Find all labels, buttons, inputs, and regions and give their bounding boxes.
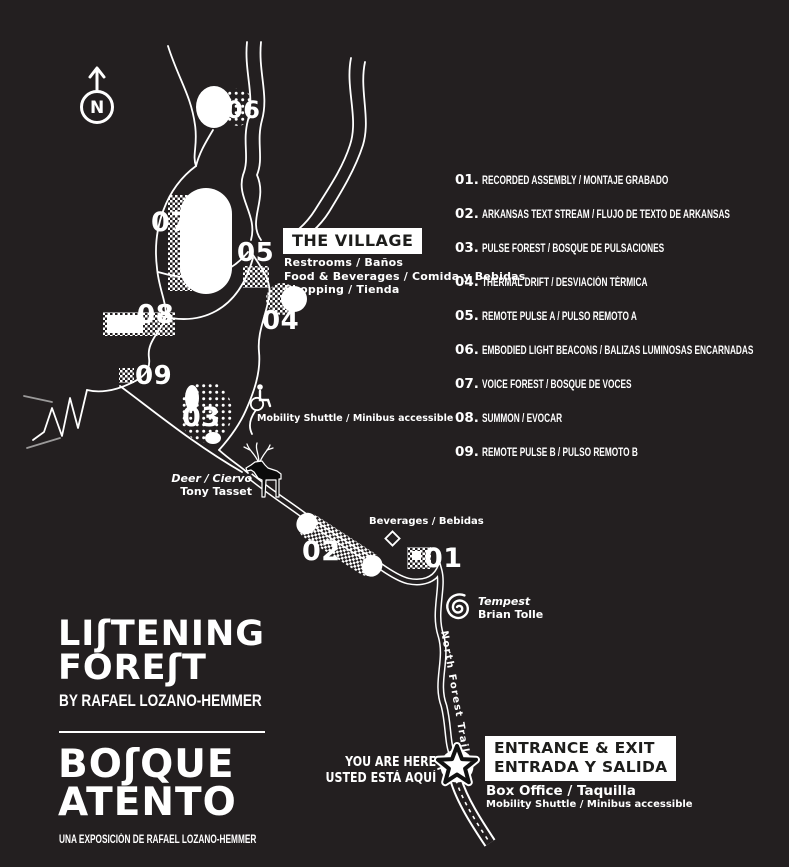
village-service-shopping: Shopping / Tienda (284, 283, 400, 296)
tempest-spiral-icon (446, 593, 469, 620)
mobility-shuttle-note: Mobility Shuttle / Minibus accessible (257, 413, 454, 424)
compass-label: N (90, 98, 105, 118)
legend-item: 03. PULSE FOREST / BOSQUE DE PULSACIONES (455, 240, 789, 256)
box-office-label: Box Office / Taquilla Mobility Shuttle /… (486, 784, 693, 811)
stop-label-04: 04 (262, 306, 300, 336)
legend-num: 05. (455, 308, 479, 324)
legend-num: 03. (455, 240, 479, 256)
legend-num: 08. (455, 410, 479, 426)
exhibition-title-en: LIʃTENING FOREʃT (58, 614, 265, 688)
area-06 (196, 86, 232, 128)
legend-label: ARKANSAS TEXT STREAM / FLUJO DE TEXTO DE… (482, 209, 730, 221)
you-are-here-l2: USTED ESTÁ AQUÍ (325, 770, 436, 786)
exhibition-title-es: BOʃQUE ATENTO (58, 742, 237, 825)
village-services: Restrooms / Baños Food & Beverages / Com… (284, 256, 526, 297)
area-05-marker (243, 266, 269, 288)
you-are-here-star-icon (434, 742, 480, 787)
title-es-line1: BOʃQUE (58, 742, 235, 787)
beverages-icon (384, 530, 401, 547)
legend-item: 09. REMOTE PULSE B / PULSO REMOTO B (455, 444, 789, 460)
title-en-line2: FOREʃT (58, 648, 207, 688)
legend-num: 01. (455, 172, 479, 188)
stop-label-08: 08 (137, 300, 175, 330)
byline: BY RAFAEL LOZANO-HEMMER (59, 691, 262, 710)
legend-num: 06. (455, 342, 479, 358)
credit-line: UNA EXPOSICIÓN DE RAFAEL LOZANO-HEMMER (59, 834, 257, 846)
tempest-title: Tempest (478, 595, 531, 608)
area-08 (107, 315, 143, 333)
legend-label: SUMMON / EVOCAR (482, 413, 563, 425)
area-04 (281, 286, 307, 312)
box-office-mobility: Mobility Shuttle / Minibus accessible (486, 799, 693, 810)
legend-item: 05. REMOTE PULSE A / PULSO REMOTO A (455, 308, 789, 324)
north-arrow-icon (80, 66, 114, 124)
installation-areas (103, 86, 431, 577)
stop-label-06: 06 (226, 96, 261, 124)
wheelchair-icon (249, 384, 272, 412)
stop-label-05: 05 (237, 238, 275, 268)
legend-item: 08. SUMMON / EVOCAR (455, 410, 789, 426)
you-are-here-label: YOU ARE HERE USTED ESTÁ AQUÍ (306, 755, 436, 786)
legend-label: VOICE FOREST / BOSQUE DE VOCES (482, 379, 632, 391)
title-en-line1: LIʃTENING (58, 614, 265, 654)
legend-item: 07. VOICE FOREST / BOSQUE DE VOCES (455, 376, 789, 392)
entrance-road (449, 777, 496, 847)
legend-label: EMBODIED LIGHT BEACONS / BALIZAS LUMINOS… (482, 345, 754, 357)
legend-item: 04. THERMAL DRIFT / DESVIACIÓN TÉRMICA (455, 274, 789, 290)
stop-label-03: 03 (182, 402, 221, 433)
stop-label-02: 02 (302, 536, 341, 567)
legend-num: 09. (455, 444, 479, 460)
box-office-title: Box Office / Taquilla (486, 783, 636, 799)
legend: 01. RECORDED ASSEMBLY / MONTAJE GRABADO … (455, 172, 789, 478)
entrance-exit-l1: ENTRANCE & EXIT (494, 739, 655, 757)
trail-lines (23, 41, 450, 770)
village-service-restrooms: Restrooms / Baños (284, 256, 404, 269)
stop-label-07: 07 (151, 207, 190, 238)
area-09-marker (119, 368, 134, 383)
entrance-exit-box: ENTRANCE & EXIT ENTRADA Y SALIDA (485, 736, 677, 781)
tempest-artist: Brian Tolle (478, 608, 544, 621)
title-es-line2: ATENTO (58, 780, 237, 825)
legend-label: REMOTE PULSE B / PULSO REMOTO B (482, 447, 638, 459)
entrance-exit-l2: ENTRADA Y SALIDA (494, 757, 668, 776)
legend-item: 06. EMBODIED LIGHT BEACONS / BALIZAS LUM… (455, 342, 789, 358)
tempest-credit: Tempest Brian Tolle (478, 595, 543, 621)
legend-num: 02. (455, 206, 479, 222)
stop-label-01: 01 (424, 543, 463, 574)
village-label: THE VILLAGE (283, 228, 423, 254)
area-06-texture (223, 88, 253, 126)
legend-item: 02. ARKANSAS TEXT STREAM / FLUJO DE TEXT… (455, 206, 789, 222)
stop-label-09: 09 (135, 361, 173, 391)
legend-num: 07. (455, 376, 479, 392)
legend-label: RECORDED ASSEMBLY / MONTAJE GRABADO (482, 175, 669, 187)
divider-line (59, 731, 265, 733)
deer-artist: Tony Tasset (180, 485, 252, 498)
deer-credit: Deer / Ciervo Tony Tasset (171, 472, 252, 498)
legend-item: 01. RECORDED ASSEMBLY / MONTAJE GRABADO (455, 172, 789, 188)
area-03-highlight (185, 385, 199, 411)
legend-num: 04. (455, 274, 479, 290)
legend-label: PULSE FOREST / BOSQUE DE PULSACIONES (482, 243, 665, 255)
area-07 (180, 188, 232, 294)
legend-label: REMOTE PULSE A / PULSO REMOTO A (482, 311, 637, 323)
legend-label: THERMAL DRIFT / DESVIACIÓN TÉRMICA (482, 277, 648, 289)
you-are-here-l1: YOU ARE HERE (344, 755, 436, 770)
beverages-note: Beverages / Bebidas (369, 516, 484, 527)
area-02-band (296, 512, 383, 577)
area-03-highlight2 (205, 432, 221, 444)
deer-title: Deer / Ciervo (171, 472, 252, 485)
village-service-food: Food & Beverages / Comida y Bebidas (284, 269, 526, 283)
deer-icon (243, 442, 282, 498)
